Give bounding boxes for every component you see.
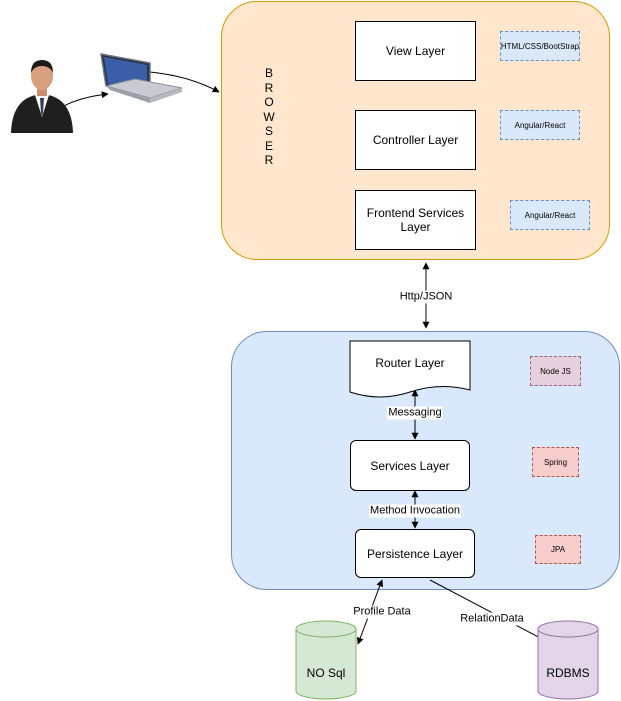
view-tech-tag-label: HTML/CSS/BootStrap: [500, 41, 580, 51]
rdbms-database-label: RDBMS: [546, 666, 590, 680]
nosql-database-shape: [295, 620, 357, 700]
services-layer-box[interactable]: Services Layer: [350, 440, 470, 491]
persistence-layer-label: Persistence Layer: [366, 546, 464, 561]
relation-data-label: RelationData: [459, 612, 525, 626]
view-layer-label: View Layer: [385, 44, 446, 58]
controller-tech-tag: Angular/React: [500, 110, 580, 140]
router-tech-tag: Node JS: [530, 356, 581, 386]
router-tech-tag-label: Node JS: [540, 366, 571, 376]
persistence-rdbms-arrow: [429, 579, 547, 642]
laptop-to-browser-arrow: [149, 71, 220, 93]
services-tech-tag: Spring: [532, 447, 579, 477]
router-layer-shape: [349, 340, 471, 398]
persistence-layer-box[interactable]: Persistence Layer: [355, 529, 475, 578]
user-to-laptop-arrow: [61, 91, 109, 108]
laptop-icon: [100, 53, 183, 103]
http-json-label: Http/JSON: [398, 290, 454, 304]
controller-tech-tag-label: Angular/React: [514, 120, 566, 130]
profile-data-label: Profile Data: [352, 605, 412, 619]
persistence-tech-tag-label: JPA: [550, 545, 566, 554]
controller-layer-box[interactable]: Controller Layer: [355, 110, 476, 170]
frontend-services-tech-tag: Angular/React: [510, 200, 590, 230]
nosql-database-label: NO Sql: [306, 666, 346, 680]
rdbms-database-shape: [537, 620, 599, 700]
router-layer-label: Router Layer: [375, 355, 445, 370]
frontend-services-layer-box[interactable]: Frontend Services Layer: [355, 190, 476, 250]
controller-layer-label: Controller Layer: [372, 133, 459, 147]
frontend-services-tech-tag-label: Angular/React: [524, 210, 576, 220]
method-invocation-label: Method Invocation: [369, 504, 461, 518]
browser-label: BROWSER: [263, 66, 275, 167]
view-tech-tag: HTML/CSS/BootStrap: [500, 31, 580, 61]
services-layer-label: Services Layer: [370, 458, 450, 473]
user-avatar-icon: [11, 60, 73, 133]
persistence-tech-tag: JPA: [535, 535, 581, 564]
messaging-label: Messaging: [387, 406, 443, 420]
router-layer-box[interactable]: Router Layer: [350, 341, 470, 384]
view-layer-box[interactable]: View Layer: [355, 21, 476, 81]
frontend-services-layer-label: Frontend Services Layer: [366, 206, 465, 234]
services-tech-tag-label: Spring: [543, 457, 568, 467]
